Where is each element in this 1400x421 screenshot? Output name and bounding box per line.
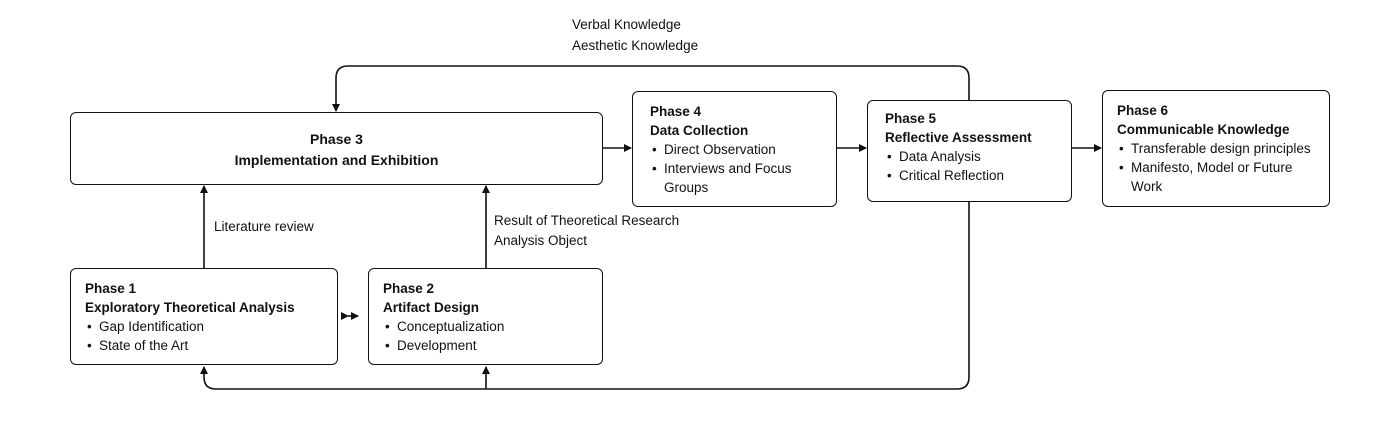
phase4-box: Phase 4 Data Collection Direct Observati… [632,91,837,207]
phase3-box: Phase 3 Implementation and Exhibition [70,112,603,185]
phase3-title: Phase 3 [310,131,363,147]
phase6-box: Phase 6 Communicable Knowledge Transfera… [1102,90,1330,207]
phase6-item-list: Transferable design principles Manifesto… [1117,139,1317,196]
phase5-item: Data Analysis [885,147,1071,166]
phase1-item: State of the Art [85,336,337,355]
feedback-loop-top-arrow [332,65,970,112]
phase6-item: Transferable design principles [1117,139,1317,158]
phase2-item-list: Conceptualization Development [383,317,602,355]
phase5-subtitle: Reflective Assessment [885,130,1032,145]
phase6-item: Manifesto, Model or Future Work [1117,158,1317,196]
phase2-title: Phase 2 [383,281,435,296]
phase2-item: Conceptualization [383,317,602,336]
phase6-subtitle: Communicable Knowledge [1117,122,1290,137]
literature-review-label: Literature review [214,219,314,234]
aesthetic-knowledge-label: Aesthetic Knowledge [572,38,699,53]
verbal-knowledge-label: Verbal Knowledge [572,17,681,32]
phase5-item: Critical Reflection [885,166,1071,185]
phase5-title: Phase 5 [885,111,937,126]
theoretical-research-result-label: Result of Theoretical Research [494,213,680,228]
phase4-item: Interviews and Focus Groups [650,159,820,197]
phase1-box: Phase 1 Exploratory Theoretical Analysis… [70,268,338,365]
phase4-item: Direct Observation [650,140,820,159]
feedback-loop-bottom-line [200,202,970,390]
phase4-subtitle: Data Collection [650,123,749,138]
analysis-object-label: Analysis Object [494,233,588,248]
phase2-subtitle: Artifact Design [383,300,480,315]
phase1-subtitle: Exploratory Theoretical Analysis [85,300,295,315]
phase4-title: Phase 4 [650,104,702,119]
phase2-box: Phase 2 Artifact Design Conceptualizatio… [368,268,603,365]
phase1-item-list: Gap Identification State of the Art [85,317,337,355]
phase1-title: Phase 1 [85,281,137,296]
phase5-box: Phase 5 Reflective Assessment Data Analy… [867,100,1072,202]
phase5-item-list: Data Analysis Critical Reflection [885,147,1071,185]
phase3-subtitle: Implementation and Exhibition [234,152,439,168]
phase6-title: Phase 6 [1117,103,1169,118]
phase2-item: Development [383,336,602,355]
phase4-item-list: Direct Observation Interviews and Focus … [650,140,820,197]
phase1-item: Gap Identification [85,317,337,336]
